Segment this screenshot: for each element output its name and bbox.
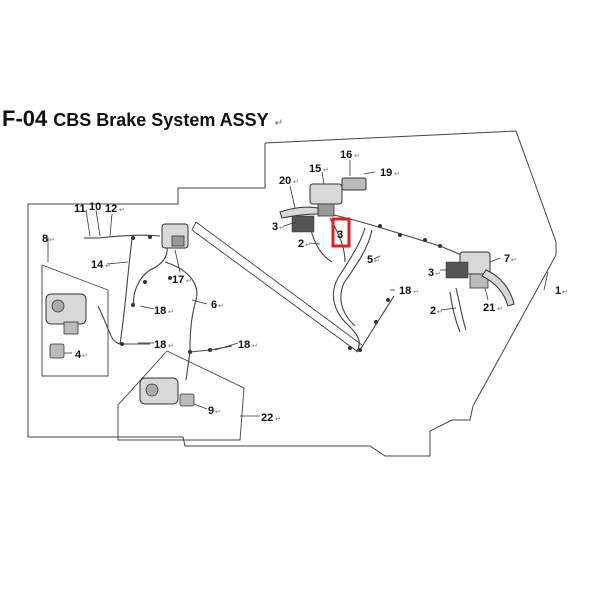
callout-16-mark: ↵ [354, 152, 360, 160]
callout-17: 17 [172, 274, 184, 286]
callout-6-mark: ↵ [218, 302, 224, 310]
callout-12: 12 [105, 203, 117, 215]
callout-3-right-mark: ↵ [435, 270, 441, 278]
cbs-distributor-valve [161, 223, 189, 249]
callout-9: 9 [208, 405, 214, 417]
callout-5: 5 [367, 254, 373, 266]
title-text: CBS Brake System ASSY [53, 110, 269, 130]
right-switch-block [445, 261, 469, 279]
callout-4: 4 [75, 349, 82, 361]
callout-18-right-mark: ↵ [413, 288, 419, 296]
diagram-title: F-04 CBS Brake System ASSY ↵ [2, 106, 283, 140]
callout-20: 20 [279, 175, 291, 187]
callout-leader-lines [47, 160, 549, 417]
assembly-boundary-outline [27, 130, 557, 457]
callout-1-mark: ↵ [562, 288, 568, 296]
rear-brake-caliper [45, 293, 87, 359]
title-return-mark: ↵ [274, 118, 284, 129]
right-brake-lever [481, 269, 515, 307]
left-switch-block [291, 215, 315, 233]
callout-9-mark: ↵ [215, 408, 221, 416]
callout-17-mark: ↵ [186, 277, 192, 285]
callout-8: 8 [42, 233, 48, 245]
callout-21-mark: ↵ [497, 305, 503, 313]
callout-5-mark: ↵ [374, 257, 380, 265]
callout-18-lower: 18 [154, 339, 166, 351]
callout-1: 1 [555, 285, 561, 297]
left-brake-lever [279, 206, 319, 219]
callout-2-right: 2 [430, 305, 436, 317]
callout-7-mark: ↵ [511, 256, 517, 264]
brake-hoses [84, 211, 467, 381]
callout-14-mark: ↵ [105, 262, 111, 270]
callout-6: 6 [211, 299, 217, 311]
callout-3-right: 3 [428, 267, 434, 279]
callout-7: 7 [504, 253, 510, 265]
callout-19: 19 [380, 167, 392, 179]
callout-16: 16 [340, 149, 352, 161]
rear-caliper-subassembly-outline [41, 264, 109, 377]
callout-15-mark: ↵ [323, 166, 329, 174]
callout-18-far: 18 [238, 339, 250, 351]
callout-18-right: 18 [399, 285, 411, 297]
callout-22-mark: ↵ [275, 415, 281, 423]
callout-8-mark: ↵ [49, 236, 55, 244]
callout-15: 15 [309, 163, 321, 175]
callout-19-mark: ↵ [394, 170, 400, 178]
callout-18-mid-mark: ↵ [168, 308, 174, 316]
callout-18-far-mark: ↵ [252, 342, 258, 350]
callout-3-highlighted: 3 [337, 229, 343, 241]
callout-2-mark: ↵ [305, 241, 311, 249]
callout-4-mark: ↵ [82, 352, 88, 360]
front-caliper-subassembly-outline [117, 350, 245, 441]
callout-22: 22 [261, 412, 273, 424]
callout-18-lower-mark: ↵ [168, 342, 174, 350]
red-highlight-box [331, 217, 351, 248]
callout-3-mark: ↵ [279, 224, 285, 232]
hose-rail [191, 221, 363, 353]
callout-2-right-mark: ↵ [437, 308, 443, 316]
callout-11: 11 [74, 203, 86, 215]
callout-3: 3 [272, 221, 278, 233]
callout-10: 10 [89, 201, 101, 213]
callout-20-mark: ↵ [293, 178, 299, 186]
callout-14: 14 [91, 259, 104, 271]
master-cylinder-upper [309, 177, 367, 217]
title-code: F-04 [2, 106, 48, 131]
callout-18-mid: 18 [154, 305, 166, 317]
callout-labels: 16 ↵ 15 ↵ 19 ↵ 20 ↵ 3 ↵ 3 2 ↵ 5 ↵ 7 ↵ 3 … [42, 149, 568, 424]
hose-connectors [120, 224, 442, 354]
front-brake-caliper [139, 377, 195, 407]
callout-21: 21 [483, 302, 495, 314]
callout-12-mark: ↵ [119, 206, 125, 214]
callout-2: 2 [298, 238, 304, 250]
